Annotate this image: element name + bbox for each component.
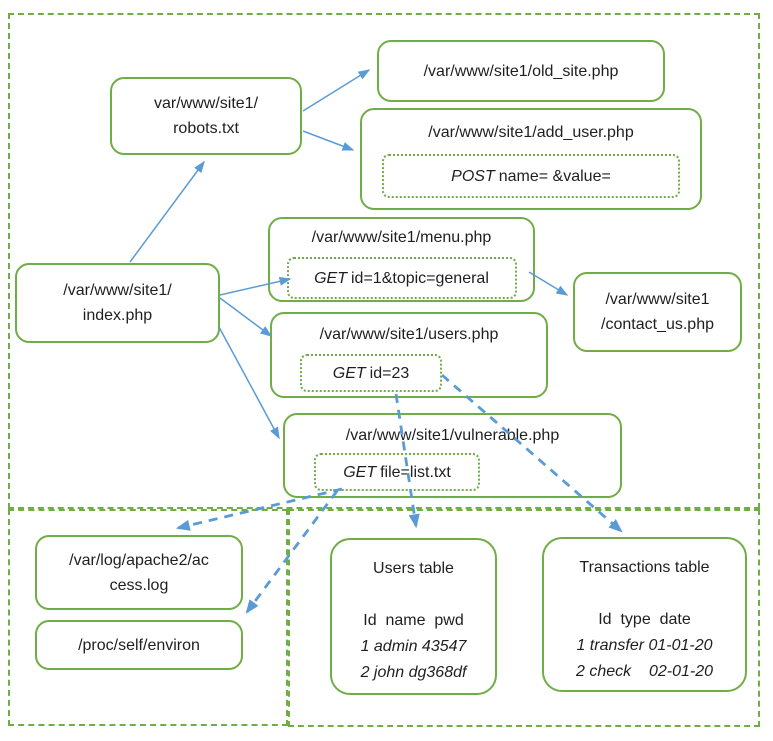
table-row: 1 admin 43547 [360, 638, 467, 655]
section-webserver-frame [8, 13, 760, 509]
section-filesystem-frame [8, 509, 288, 726]
node-label: /var/www/site1/users.php [319, 326, 499, 343]
node-robots-txt: var/www/site1/ robots.txt [110, 77, 302, 155]
node-label: /contact_us.php [601, 316, 714, 333]
http-method: GET [332, 364, 366, 382]
node-apache-access-log: /var/log/apache2/ac cess.log [35, 535, 243, 610]
node-label: var/www/site1/ [153, 95, 259, 112]
http-params: id=23 [369, 364, 410, 382]
table-row: 1 transfer 01-01-20 [576, 637, 713, 654]
http-method: GET [314, 269, 347, 287]
node-label: index.php [82, 307, 153, 324]
table-title: Transactions table [579, 559, 710, 576]
node-users-table: Users table Id name pwd 1 admin 43547 2 … [330, 538, 497, 695]
node-label: /var/www/site1/add_user.php [428, 124, 634, 141]
http-method: GET [343, 463, 377, 481]
node-label: /var/www/site1/ [63, 282, 172, 299]
table-row: 2 check 02-01-20 [576, 663, 713, 680]
node-label: /var/www/site1/menu.php [311, 229, 492, 246]
node-label: /var/www/site1 [605, 291, 710, 308]
node-proc-self-environ: /proc/self/environ [35, 620, 243, 670]
http-params: id=1&topic=general [351, 269, 489, 287]
http-params: file=list.txt [380, 463, 451, 481]
table-header: Id name pwd [363, 612, 464, 629]
table-row: 2 john dg368df [360, 664, 467, 681]
http-params: name= &value= [498, 167, 611, 185]
node-label: /proc/self/environ [78, 636, 200, 654]
node-transactions-table: Transactions table Id type date 1 transf… [542, 537, 747, 692]
table-title: Users table [373, 560, 454, 577]
node-label: robots.txt [173, 120, 239, 137]
node-index-php: /var/www/site1/ index.php [15, 263, 220, 343]
node-old-site-php: /var/www/site1/old_site.php [377, 40, 665, 102]
node-label: cess.log [109, 576, 169, 594]
node-label: /var/www/site1/vulnerable.php [345, 427, 560, 444]
http-method: POST [451, 167, 495, 185]
node-label: /var/log/apache2/ac [69, 551, 209, 569]
table-header: Id type date [598, 611, 691, 628]
node-contact-us-php: /var/www/site1 /contact_us.php [573, 272, 742, 352]
node-label: /var/www/site1/old_site.php [423, 62, 619, 80]
